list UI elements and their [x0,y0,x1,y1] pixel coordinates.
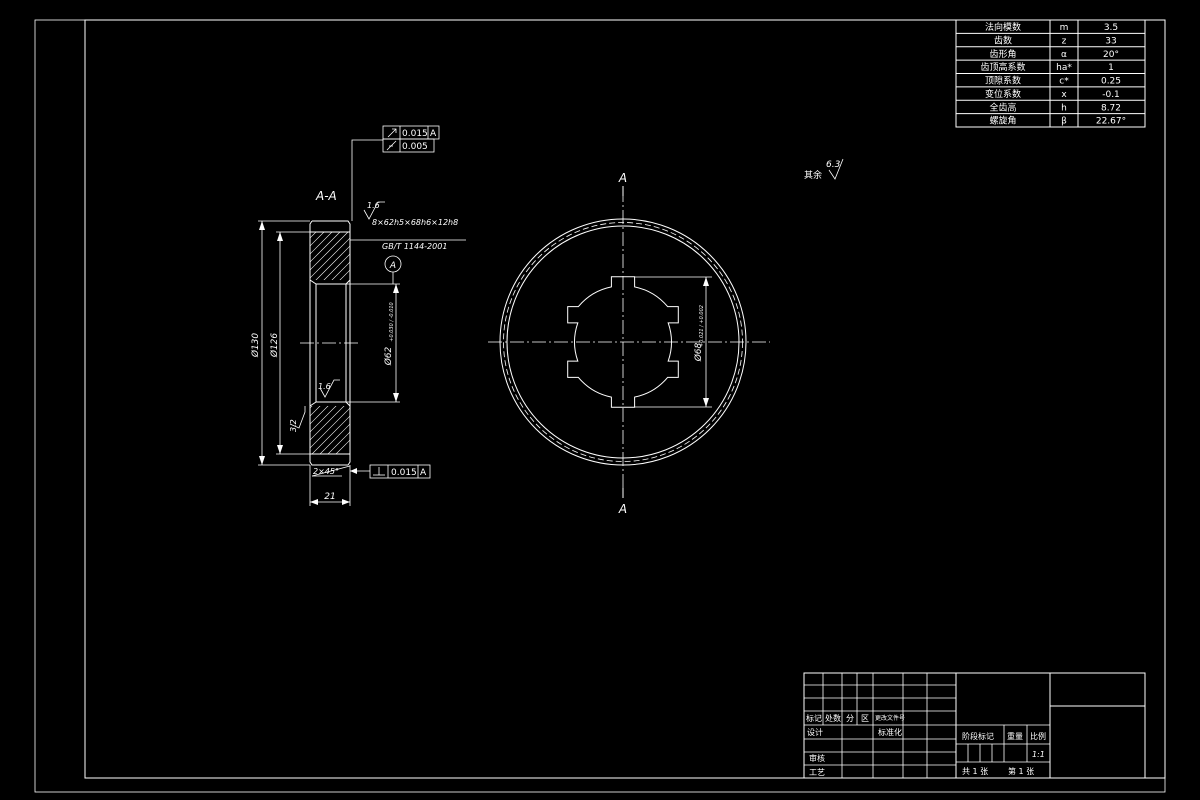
chamfer-note: 2×45° [313,467,339,476]
tolerance-frame-total-runout: 0.005 [382,138,435,153]
tb-process: 工艺 [809,768,825,777]
inner-border [84,19,1166,779]
param-name: 螺旋角 [989,115,1016,127]
standard-note: GB/T 1144-2001 [382,242,447,251]
spline-hole [567,276,679,408]
section-marker-bottom: A [618,502,627,516]
param-name: 顶隙系数 [985,75,1021,87]
dim-bore-diameter: Ø62 [383,346,394,366]
param-name: 齿形角 [989,48,1016,60]
param-symbol: z [1062,37,1067,47]
dim-spline-tolerance: +0.021 / +0.002 [699,305,705,347]
roughness-bore: 1.6 [318,382,331,391]
spline-spec: 8×62h5×68h6×12h8 [372,218,458,227]
param-name: 齿数 [994,35,1012,47]
tb-sheets-total: 共 1 张 [962,767,988,776]
tb-mark: 标记 [806,713,822,723]
dim-width: 21 [324,492,335,502]
dim-outer-diameter: Ø130 [250,333,261,359]
param-symbol: β [1061,117,1067,127]
datum-label: A [389,261,396,271]
perp-value: 0.015 [391,468,417,478]
tb-count: 处数 [825,713,841,723]
param-value: 8.72 [1101,103,1121,113]
roughness-face: 3.2 [289,419,298,432]
param-value: -0.1 [1102,90,1120,100]
tb-review: 审核 [809,753,825,763]
title-block: 标记 处数 分 区 更改文件号 设计 标准化 审核 工艺 阶段标记 重量 比例 … [803,672,1146,779]
front-view: A A Ø68 +0.021 / +0.002 [488,171,770,516]
perp-datum: A [420,468,427,478]
tb-scale: 1:1 [1032,750,1045,759]
param-name: 全齿高 [989,101,1016,113]
section-marker-top: A [618,171,627,185]
tb-div: 分 [846,714,854,723]
total-runout-value: 0.005 [402,142,428,152]
param-symbol: m [1060,23,1069,33]
roughness-symbol: 3.2 [289,406,306,432]
param-symbol: h [1061,103,1067,113]
roughness-symbol: 1.6 [318,379,340,398]
param-value: 1 [1108,63,1114,73]
param-symbol: x [1061,90,1067,100]
outer-border [34,19,1166,793]
roughness-rest-label: 其余 [804,169,822,181]
tb-standardize: 标准化 [878,727,902,737]
section-title: A-A [315,189,337,203]
param-value: 0.25 [1101,77,1121,87]
param-name: 法向模数 [985,21,1021,33]
tb-stage-mark: 阶段标记 [962,731,994,741]
param-name: 变位系数 [985,88,1021,100]
tb-scale-label: 比例 [1030,731,1046,741]
dim-root-diameter: Ø126 [269,333,280,359]
tb-design: 设计 [807,727,823,737]
tolerance-frame-runout: 0.015 A [382,125,440,140]
tb-zone: 区 [861,714,869,723]
param-symbol: α [1061,50,1067,60]
tb-change-doc: 更改文件号 [875,714,905,722]
runout-datum: A [430,129,437,139]
param-symbol: c* [1059,77,1069,87]
roughness-symbol: 1.6 [363,201,385,220]
dim-bore-tolerance: +0.030 / -0.010 [389,302,395,342]
tb-weight: 重量 [1007,731,1023,741]
section-view: A-A [250,125,466,506]
dim-spline-diameter: Ø68 [693,342,704,362]
param-value: 22.67° [1096,117,1126,127]
roughness-rest: 其余 6.3 [804,158,844,181]
roughness-rest-value: 6.3 [826,160,841,170]
roughness-top: 1.6 [367,201,380,210]
param-value: 20° [1103,50,1119,60]
tb-sheet-no: 第 1 张 [1008,766,1034,776]
gear-parameter-table: 法向模数 m 3.5 齿数 z 33 齿形角 α 20° 齿顶高系数 ha* 1… [955,19,1146,128]
param-value: 3.5 [1104,23,1118,33]
runout-value: 0.015 [402,129,428,139]
param-symbol: ha* [1056,63,1072,73]
tolerance-frame-perpendicularity: 0.015 A [369,464,431,479]
param-name: 齿顶高系数 [980,61,1025,73]
param-value: 33 [1105,37,1116,47]
